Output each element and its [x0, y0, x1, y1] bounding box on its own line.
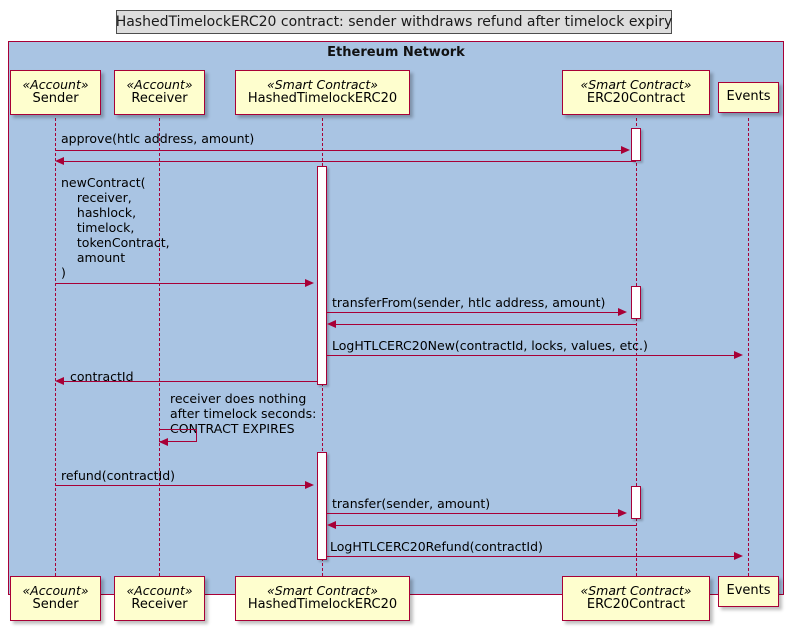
ethereum-network-frame: Ethereum Network	[8, 41, 784, 595]
participant-stereotype: «Smart Contract»	[580, 76, 692, 92]
message-line-transfer-from	[327, 312, 619, 313]
participant-hashedtimelockerc20-bottom[interactable]: «Smart Contract» HashedTimelockERC20	[235, 576, 410, 621]
message-arrowhead-refund	[305, 480, 314, 489]
activation-erc20contract-1	[631, 128, 641, 161]
participant-name: ERC20Contract	[586, 91, 686, 107]
participant-events-top[interactable]: Events	[718, 82, 779, 113]
message-arrowhead-transfer	[618, 508, 627, 517]
message-arrowhead-approve	[621, 145, 630, 154]
lifeline-erc20contract	[636, 118, 637, 576]
message-label-contract-id: contractId	[70, 369, 134, 384]
message-label-contract-expires: receiver does nothing after timelock sec…	[170, 391, 317, 436]
participant-name: Events	[726, 89, 771, 105]
participant-stereotype: «Account»	[22, 76, 89, 92]
message-arrowhead-log-new	[734, 350, 743, 359]
participant-receiver-bottom[interactable]: «Account» Receiver	[114, 576, 205, 621]
lifeline-events	[748, 118, 749, 576]
message-arrowhead-contract-expires	[159, 437, 168, 446]
message-line-new-contract	[55, 283, 308, 284]
message-label-transfer-from: transferFrom(sender, htlc address, amoun…	[332, 295, 606, 310]
participant-name: HashedTimelockERC20	[247, 91, 398, 107]
message-label-new-contract: newContract( receiver, hashlock, timeloc…	[61, 175, 170, 280]
participant-sender-top[interactable]: «Account» Sender	[10, 70, 101, 115]
participant-sender-bottom[interactable]: «Account» Sender	[10, 576, 101, 621]
activation-erc20contract-3	[631, 486, 641, 519]
message-label-refund: refund(contractId)	[61, 468, 176, 483]
message-arrowhead-transfer-from	[618, 307, 627, 316]
activation-hashedtimelockerc20-1	[317, 166, 327, 385]
message-line-transfer-return	[336, 525, 636, 526]
message-selfloop-contract-expires	[159, 429, 197, 442]
message-label-log-new: LogHTLCERC20New(contractId, locks, value…	[332, 338, 648, 353]
activation-erc20contract-2	[631, 286, 641, 319]
participant-stereotype: «Smart Contract»	[267, 582, 378, 598]
participant-hashedtimelockerc20-top[interactable]: «Smart Contract» HashedTimelockERC20	[235, 70, 410, 115]
participant-name: Sender	[32, 597, 79, 613]
message-arrowhead-log-refund	[734, 551, 743, 560]
message-line-refund	[55, 485, 308, 486]
diagram-title: HashedTimelockERC20 contract: sender wit…	[116, 10, 672, 34]
network-frame-label: Ethereum Network	[327, 45, 465, 60]
message-arrowhead-contract-id	[55, 376, 64, 385]
message-arrowhead-transfer-from-return	[327, 319, 336, 328]
participant-name: Receiver	[131, 91, 188, 107]
lifeline-sender	[55, 118, 56, 576]
participant-name: Events	[726, 583, 771, 599]
participant-stereotype: «Smart Contract»	[267, 76, 378, 92]
message-line-log-refund	[327, 556, 737, 557]
message-arrowhead-approve-return	[55, 156, 64, 165]
message-line-transfer-from-return	[336, 324, 636, 325]
message-line-contract-id	[64, 381, 317, 382]
participant-stereotype: «Account»	[126, 582, 193, 598]
lifeline-receiver	[159, 118, 160, 576]
activation-hashedtimelockerc20-2	[317, 452, 327, 560]
participant-name: ERC20Contract	[586, 597, 686, 613]
message-label-transfer: transfer(sender, amount)	[332, 496, 491, 511]
participant-name: Receiver	[131, 597, 188, 613]
participant-events-bottom[interactable]: Events	[718, 576, 779, 607]
message-label-log-refund: LogHTLCERC20Refund(contractId)	[330, 539, 543, 554]
participant-name: Sender	[32, 91, 79, 107]
participant-erc20contract-bottom[interactable]: «Smart Contract» ERC20Contract	[562, 576, 710, 621]
participant-stereotype: «Smart Contract»	[580, 582, 692, 598]
message-label-approve: approve(htlc address, amount)	[61, 131, 255, 146]
participant-name: HashedTimelockERC20	[247, 597, 398, 613]
participant-receiver-top[interactable]: «Account» Receiver	[114, 70, 205, 115]
message-line-approve	[55, 150, 624, 151]
participant-stereotype: «Account»	[126, 76, 193, 92]
message-arrowhead-transfer-return	[327, 520, 336, 529]
message-line-log-new	[327, 355, 737, 356]
participant-erc20contract-top[interactable]: «Smart Contract» ERC20Contract	[562, 70, 710, 115]
message-arrowhead-new-contract	[305, 278, 314, 287]
message-line-transfer	[327, 513, 619, 514]
participant-stereotype: «Account»	[22, 582, 89, 598]
message-line-approve-return	[64, 161, 636, 162]
